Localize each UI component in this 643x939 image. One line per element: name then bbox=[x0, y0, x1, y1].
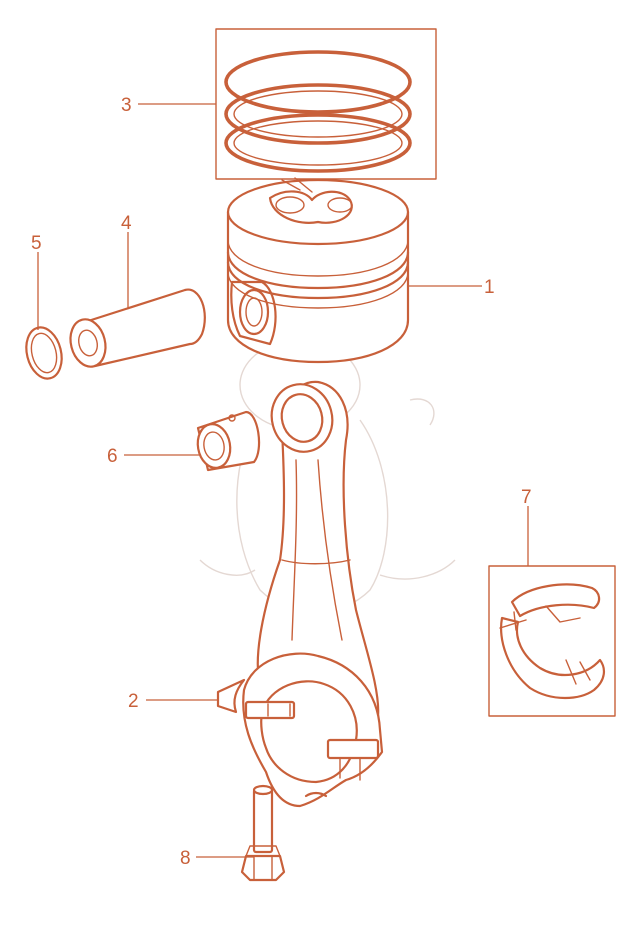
callout-3: 3 bbox=[121, 95, 132, 116]
piston-pin bbox=[69, 288, 206, 368]
connecting-rod bbox=[216, 380, 384, 808]
callout-2: 2 bbox=[128, 691, 139, 712]
rod-bolt bbox=[240, 784, 286, 882]
circlip bbox=[25, 326, 63, 380]
callout-7: 7 bbox=[521, 487, 532, 508]
rod-bearing-frame bbox=[488, 565, 616, 717]
piston-ring-middle bbox=[224, 83, 412, 145]
callout-4: 4 bbox=[121, 213, 132, 234]
piston-rings-group bbox=[215, 28, 437, 180]
piston-ring-top bbox=[224, 50, 412, 114]
callout-6: 6 bbox=[107, 446, 118, 467]
callout-1: 1 bbox=[484, 277, 495, 298]
piston-ring-oil bbox=[224, 113, 412, 173]
callout-5: 5 bbox=[31, 233, 42, 254]
small-end-bushing bbox=[196, 410, 261, 472]
leader-lines bbox=[37, 103, 529, 858]
callout-8: 8 bbox=[180, 848, 191, 869]
rod-bearing-group bbox=[488, 565, 616, 717]
callout-labels: 1 2 3 4 5 6 7 8 bbox=[31, 95, 532, 869]
piston bbox=[226, 177, 410, 364]
